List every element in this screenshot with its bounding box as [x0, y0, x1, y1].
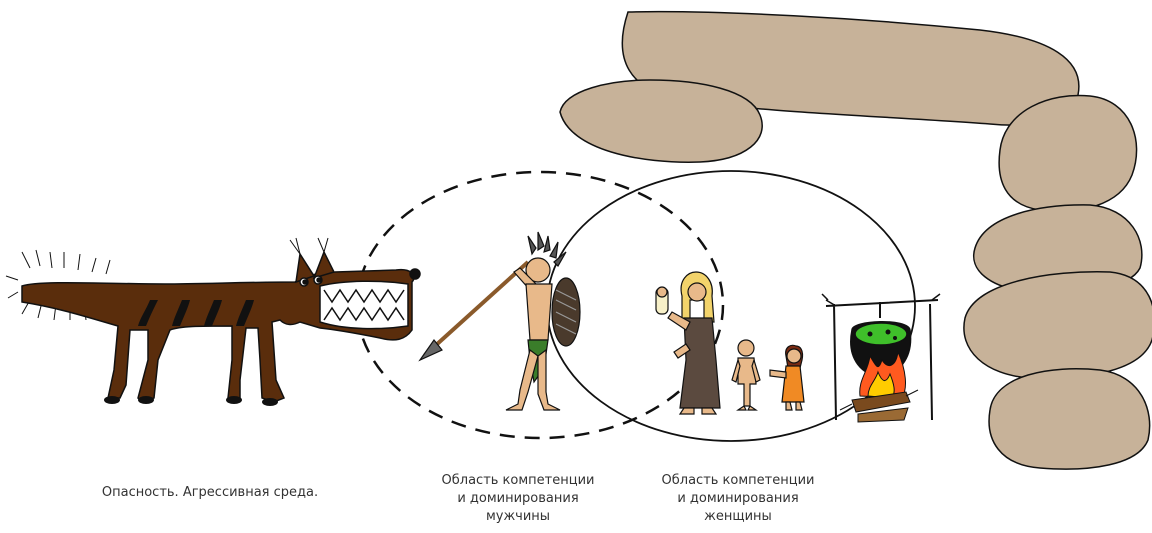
male-caption-line-1: Область компетенции [418, 472, 618, 490]
male-zone-caption: Область компетенции и доминирования мужч… [418, 472, 618, 526]
female-caption-line-1: Область компетенции [638, 472, 838, 490]
male-caption-line-2: и доминирования [418, 490, 618, 508]
hunter-icon [420, 232, 580, 410]
woman-icon [656, 272, 720, 414]
girl-icon [770, 345, 804, 410]
wolf-icon [6, 238, 420, 406]
danger-caption: Опасность. Агрессивная среда. [60, 484, 360, 502]
female-caption-line-3: женщины [638, 508, 838, 526]
boy-icon [732, 340, 760, 410]
male-caption-line-3: мужчины [418, 508, 618, 526]
danger-caption-text: Опасность. Агрессивная среда. [60, 484, 360, 502]
female-caption-line-2: и доминирования [638, 490, 838, 508]
female-zone-caption: Область компетенции и доминирования женщ… [638, 472, 838, 526]
